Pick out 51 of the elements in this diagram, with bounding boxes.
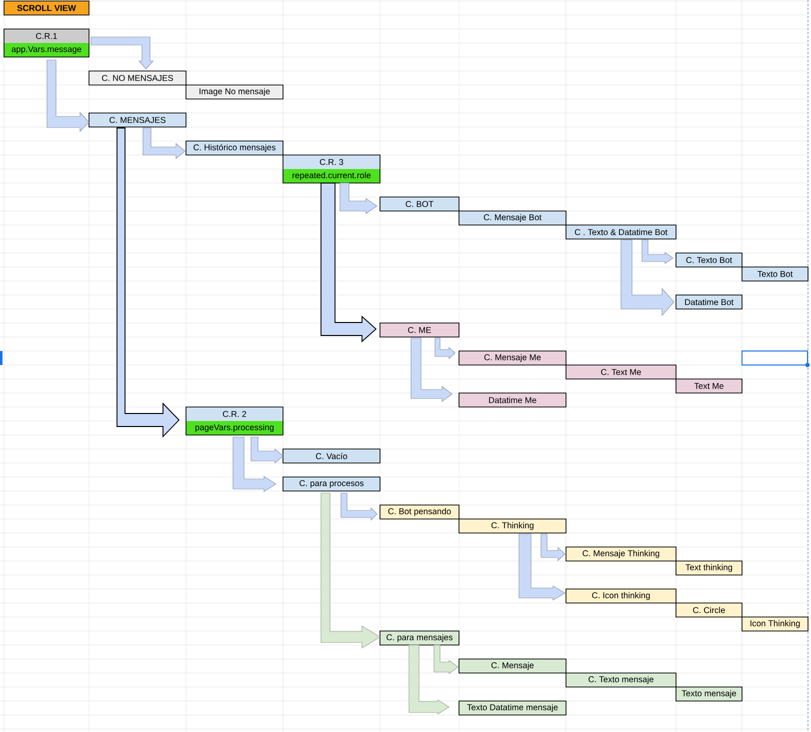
block-arrow [642, 240, 674, 264]
block-arrow [340, 182, 378, 214]
component-box: C. Histórico mensajes [186, 140, 284, 156]
component-box: C. NO MENSAJES [88, 70, 186, 86]
component-box: Text thinking [676, 560, 742, 576]
component-box: Text Me [676, 378, 742, 394]
block-arrow [434, 338, 456, 360]
component-box: C. ME [380, 322, 460, 338]
component-box: Datatime Me [458, 392, 566, 408]
component-box: C. Icon thinking [566, 588, 676, 604]
block-arrow [250, 436, 284, 464]
component-box: C. Vacío [282, 448, 380, 464]
component-box: C. para mensajes [380, 630, 460, 646]
component-box: C. Texto Bot [676, 252, 742, 268]
block-arrow [540, 534, 566, 562]
block-arrow [408, 644, 450, 715]
component-box: C. Circle [676, 602, 742, 618]
block-arrow [620, 240, 674, 316]
component-box: Texto Datatime mensaje [458, 700, 566, 716]
component-box: C. Text Me [566, 364, 676, 380]
block-arrow [434, 644, 459, 674]
block-arrow [232, 436, 277, 492]
component-box: C. para procesos [282, 476, 380, 492]
root-box: SCROLL VIEW [4, 0, 90, 16]
block-arrow [46, 60, 90, 132]
block-arrow [116, 128, 180, 438]
component-box: C. Bot pensando [380, 504, 460, 520]
component-box: C. Mensaje Thinking [566, 546, 676, 562]
block-arrow [340, 492, 378, 521]
component-box: C. Mensaje [458, 658, 566, 674]
component-box: C. Mensaje Bot [458, 210, 566, 226]
component-box: C . Texto & Datatime Bot [566, 224, 676, 240]
block-arrow [518, 534, 566, 601]
block-arrow [320, 182, 377, 343]
block-arrow [410, 338, 452, 402]
block-arrow [320, 492, 381, 649]
component-box: Icon Thinking [742, 616, 808, 632]
repeater-box: C.R.1 app.Vars.message [4, 28, 90, 58]
component-box: C. Thinking [458, 518, 566, 534]
block-arrow [142, 128, 186, 160]
component-box: C. BOT [380, 196, 460, 212]
component-box: Datatime Bot [676, 294, 742, 310]
component-box: C. Mensaje Me [458, 350, 566, 366]
repeater-box: C.R. 3 repeated.current.role [282, 154, 380, 184]
component-box: Texto Bot [742, 266, 808, 282]
block-arrow [90, 36, 154, 70]
component-box: C. MENSAJES [88, 112, 186, 128]
repeater-box: C.R. 2 pageVars.processing [186, 406, 284, 436]
component-box: C. Texto mensaje [566, 672, 676, 688]
component-box: Image No mensaje [186, 84, 284, 100]
component-box: Texto mensaje [676, 686, 742, 702]
